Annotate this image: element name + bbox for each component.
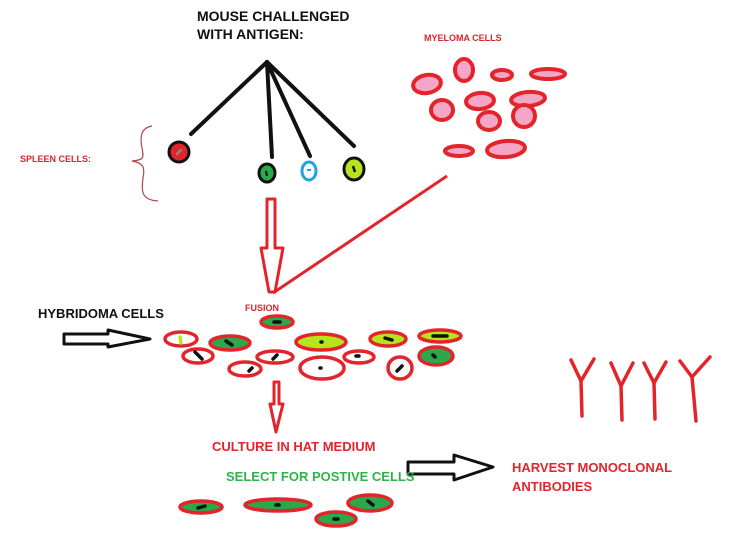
branch-line-blue-cell <box>265 60 312 158</box>
myeloma-cell <box>453 57 475 83</box>
hybridoma-cell <box>259 314 295 330</box>
hybridoma-arrow <box>62 328 152 349</box>
branch-line-yellowgreen-cell <box>265 60 356 148</box>
myeloma-cell <box>511 103 537 129</box>
nucleus <box>383 336 394 342</box>
myeloma-cells <box>411 57 567 160</box>
nucleus <box>395 364 404 373</box>
spleen-brace <box>131 125 159 202</box>
myeloma-cell <box>429 98 455 122</box>
selected-cell <box>346 493 394 513</box>
myeloma-cell <box>476 110 502 132</box>
culture-arrow <box>268 380 285 434</box>
hybridoma-cell <box>227 360 263 378</box>
nucleus <box>193 350 204 361</box>
spleen-cell-red <box>167 140 191 164</box>
fusion-arrow <box>259 197 285 294</box>
hybridoma-cell <box>294 332 348 352</box>
myeloma-cell <box>529 67 567 81</box>
spleen-cell-blue <box>300 160 318 182</box>
antibody-y <box>569 357 596 418</box>
nucleus <box>271 353 279 361</box>
spleen-label: SPLEEN CELLS: <box>20 154 92 164</box>
selected-cell <box>178 499 224 515</box>
selected-cell <box>243 497 313 513</box>
myeloma-to-fusion-line <box>272 174 448 295</box>
nucleus <box>247 366 254 373</box>
selected-cell <box>314 510 358 528</box>
hybridoma-cell <box>417 345 455 367</box>
culture-label: CULTURE IN HAT MEDIUM <box>212 439 376 454</box>
antibody-y <box>642 360 668 421</box>
hybridoma-cell <box>386 355 414 381</box>
spleen-cell-yellowgreen <box>342 156 366 182</box>
myeloma-cell <box>485 138 527 160</box>
branch-line-green-cell <box>265 60 274 159</box>
branch-line-red-cell <box>189 60 269 136</box>
hybridoma-cell <box>163 330 199 348</box>
hybridoma-cell <box>368 330 408 348</box>
myeloma-cell <box>411 72 443 96</box>
fusion-label: FUSION <box>245 303 280 313</box>
hybridoma-cell <box>417 328 463 344</box>
myeloma-cell <box>464 90 496 112</box>
nucleus <box>431 353 437 359</box>
antibody-y <box>609 361 635 422</box>
antibody-y <box>678 355 712 423</box>
spleen-cell-green <box>257 162 277 184</box>
selected-positive-cells <box>178 493 394 528</box>
hybridoma-cell <box>255 349 295 365</box>
hybridoma-label: HYBRIDOMA CELLS <box>38 306 164 321</box>
hybridoma-cells <box>163 314 463 381</box>
title-line-2: WITH ANTIGEN: <box>197 26 304 42</box>
spleen-cells <box>167 140 366 184</box>
myeloma-cell <box>443 144 475 158</box>
title-line-1: MOUSE CHALLENGED <box>197 8 350 24</box>
hybridoma-cell <box>181 347 215 365</box>
monoclonal-antibodies <box>569 355 712 423</box>
harvest-label-line-2: ANTIBODIES <box>512 479 593 494</box>
myeloma-label: MYELOMA CELLS <box>424 33 502 43</box>
harvest-label-line-1: HARVEST MONOCLONAL <box>512 460 673 475</box>
select-label: SELECT FOR POSTIVE CELLS <box>226 469 415 484</box>
nucleus <box>178 335 183 345</box>
hybridoma-cell <box>208 334 252 352</box>
hybridoma-cell <box>298 355 346 381</box>
hybridoma-cell <box>342 349 376 365</box>
myeloma-cell <box>490 68 514 82</box>
harvest-arrow <box>406 453 495 482</box>
antigen-branch-lines <box>189 60 356 159</box>
nucleus <box>224 339 234 347</box>
